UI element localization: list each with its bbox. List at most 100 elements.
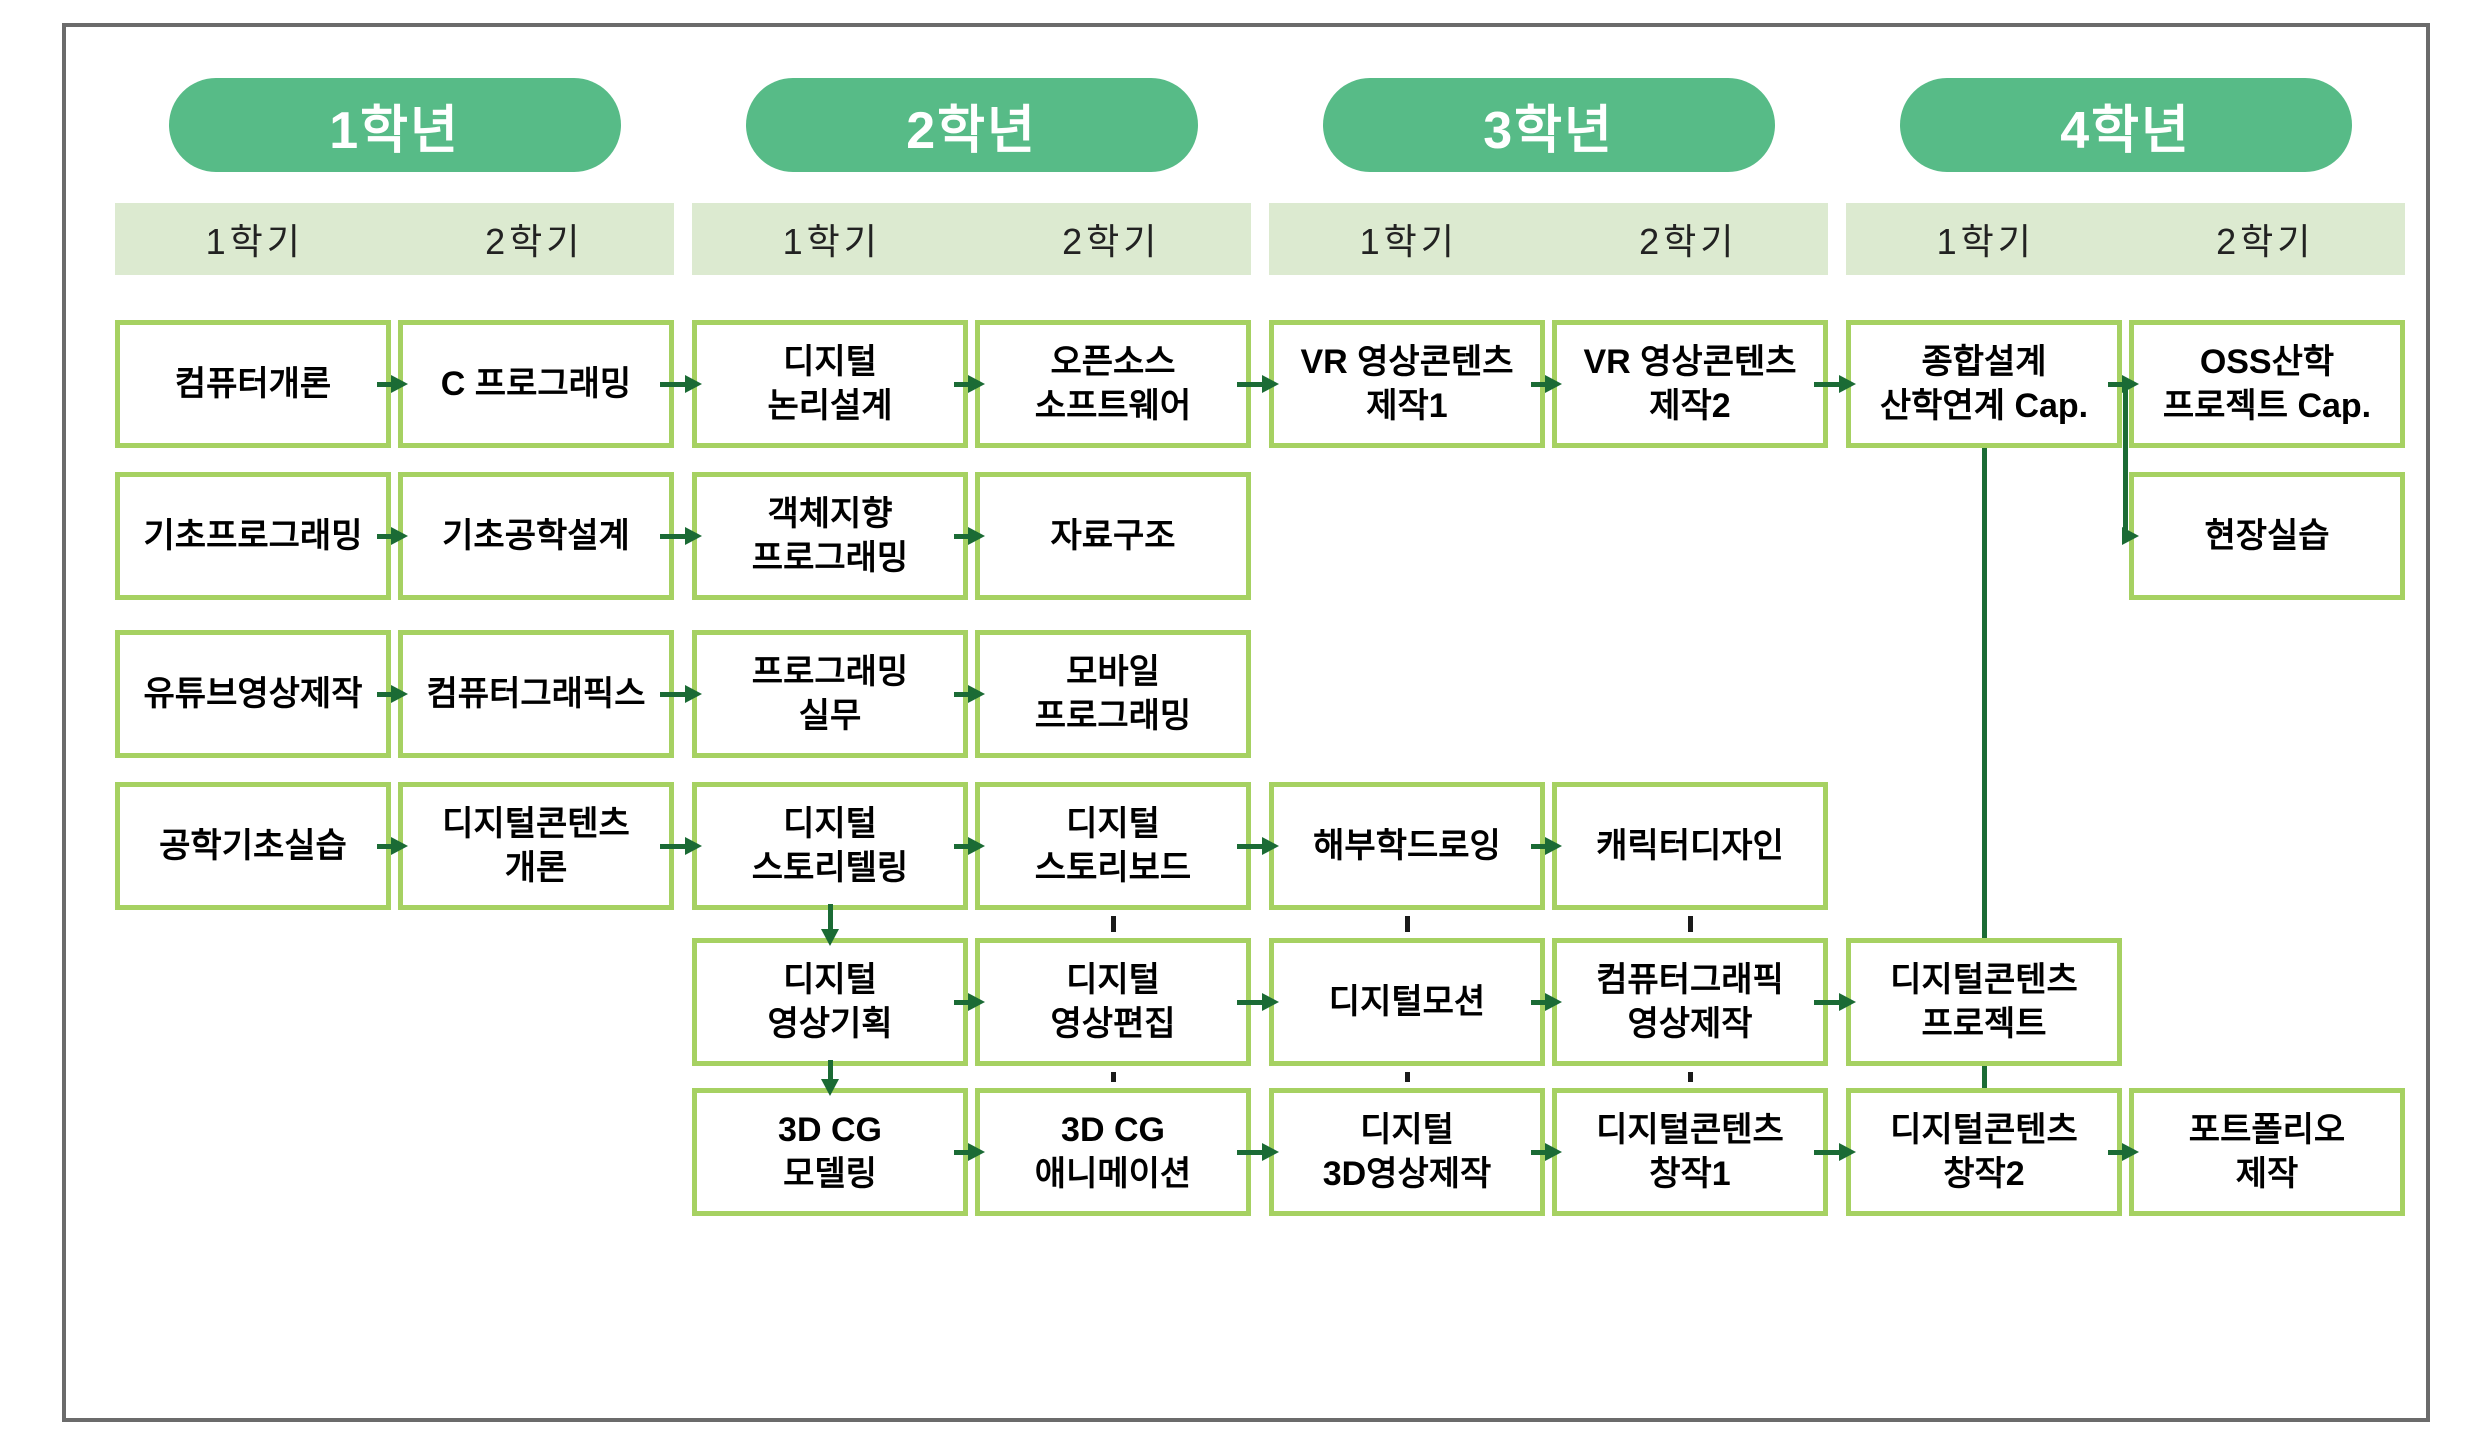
year-header-3: 3학년 <box>1322 78 1775 172</box>
arrow-shaft-r1-c6-c7 <box>1814 381 1839 387</box>
course-digital-3d-video: 디지털 3D영상제작 <box>1269 1088 1545 1216</box>
course-digital-contents-creation-2: 디지털콘텐츠 창작2 <box>1846 1088 2122 1216</box>
course-basic-programming: 기초프로그래밍 <box>115 472 391 600</box>
semester-label: 2학기 <box>2216 221 2315 262</box>
course-vr-video-content-1: VR 영상콘텐츠 제작1 <box>1269 320 1545 448</box>
semester-bar-year-4: 1학기 2학기 <box>1846 203 2405 275</box>
arrow-shaft-r5-c6-c7 <box>1814 999 1839 1005</box>
course-cg-modeling-3d: 3D CG 모델링 <box>692 1088 968 1216</box>
arrow-head-r2-c3-c4 <box>968 527 985 545</box>
arrow-head-r1-c6-c7 <box>1839 375 1856 393</box>
course-cg-video-production: 컴퓨터그래픽 영상제작 <box>1552 938 1828 1066</box>
arrow-shaft-r5-c3-c4 <box>954 999 968 1005</box>
course-c-programming: C 프로그래밍 <box>398 320 674 448</box>
arrow-shaft-r2-c2-c3 <box>660 533 685 539</box>
semester-label: 1학기 <box>1359 221 1458 262</box>
course-digital-contents-project: 디지털콘텐츠 프로젝트 <box>1846 938 2122 1066</box>
semester-label: 1학기 <box>1936 221 2035 262</box>
course-anatomy-drawing: 해부학드로잉 <box>1269 782 1545 910</box>
arrow-head-r6-c3-c4 <box>968 1143 985 1161</box>
course-open-source-software: 오픈소스 소프트웨어 <box>975 320 1251 448</box>
semester-label: 2학기 <box>1639 221 1738 262</box>
course-field-practice: 현장실습 <box>2129 472 2405 600</box>
arrow-head-r5-c5-c6 <box>1545 993 1562 1011</box>
course-computer-intro: 컴퓨터개론 <box>115 320 391 448</box>
arrow-shaft-r1-c5-c6 <box>1531 381 1545 387</box>
connector-branch-head <box>2122 527 2139 545</box>
arrow-head-r3-c3-c4 <box>968 685 985 703</box>
course-youtube-video-production: 유튜브영상제작 <box>115 630 391 758</box>
arrow-head-r5-c6-c7 <box>1839 993 1856 1011</box>
course-portfolio-production: 포트폴리오 제작 <box>2129 1088 2405 1216</box>
connector-dash-c5-r4-r5 <box>1404 916 1410 932</box>
course-digital-storyboard: 디지털 스토리보드 <box>975 782 1251 910</box>
arrow-head-r1-c5-c6 <box>1545 375 1562 393</box>
connector-dash-c5-r5-r6 <box>1404 1072 1410 1082</box>
course-digital-storytelling: 디지털 스토리텔링 <box>692 782 968 910</box>
arrow-head-r3-c2-c3 <box>685 685 702 703</box>
course-data-structures: 자료구조 <box>975 472 1251 600</box>
arrow-shaft-r5-c5-c6 <box>1531 999 1545 1005</box>
connector-dash-c4-r4-r5 <box>1110 916 1116 932</box>
course-digital-video-editing: 디지털 영상편집 <box>975 938 1251 1066</box>
year-header-label: 1학년 <box>329 101 460 160</box>
course-capstone-industry-design: 종합설계 산학연계 Cap. <box>1846 320 2122 448</box>
year-header-1: 1학년 <box>168 78 621 172</box>
year-header-2: 2학년 <box>745 78 1198 172</box>
arrow-head-r1-c1-c2 <box>391 375 408 393</box>
arrow-shaft-r1-c2-c3 <box>660 381 685 387</box>
connector-dash-c4-r5-r6 <box>1110 1072 1116 1082</box>
arrow-shaft-r1-c4-c5 <box>1237 381 1262 387</box>
arrow-shaft-r5-c4-c5 <box>1237 999 1262 1005</box>
course-basic-engineering-design: 기초공학설계 <box>398 472 674 600</box>
course-digital-video-planning: 디지털 영상기획 <box>692 938 968 1066</box>
course-digital-contents-intro: 디지털콘텐츠 개론 <box>398 782 674 910</box>
semester-label: 2학기 <box>1062 221 1161 262</box>
arrow-head-r5-c3-c4 <box>968 993 985 1011</box>
arrow-head-r6-c7-c8 <box>2122 1143 2139 1161</box>
course-digital-motion: 디지털모션 <box>1269 938 1545 1066</box>
arrow-head-r4-c2-c3 <box>685 837 702 855</box>
arrow-head-r1-c3-c4 <box>968 375 985 393</box>
arrow-shaft-r3-c3-c4 <box>954 691 968 697</box>
course-oss-industry-project: OSS산학 프로젝트 Cap. <box>2129 320 2405 448</box>
arrow-head-r2-c1-c2 <box>391 527 408 545</box>
arrow-head-r3-c1-c2 <box>391 685 408 703</box>
arrow-head-r6-c4-c5 <box>1262 1143 1279 1161</box>
arrow-shaft-c3-r4-r5 <box>827 904 833 929</box>
arrow-shaft-r6-c4-c5 <box>1237 1149 1262 1155</box>
connector-dash-c6-r4-r5 <box>1687 916 1693 932</box>
arrow-head-r6-c5-c6 <box>1545 1143 1562 1161</box>
year-header-4: 4학년 <box>1899 78 2352 172</box>
course-engineering-basic-practice: 공학기초실습 <box>115 782 391 910</box>
course-digital-logic-design: 디지털 논리설계 <box>692 320 968 448</box>
connector-branch-vertical <box>2123 381 2128 539</box>
arrow-shaft-r3-c2-c3 <box>660 691 685 697</box>
arrow-shaft-r6-c3-c4 <box>954 1149 968 1155</box>
arrow-shaft-r4-c4-c5 <box>1237 843 1262 849</box>
arrow-head-r6-c6-c7 <box>1839 1143 1856 1161</box>
course-cg-animation-3d: 3D CG 애니메이션 <box>975 1088 1251 1216</box>
arrow-head-r1-c2-c3 <box>685 375 702 393</box>
arrow-shaft-r3-c1-c2 <box>377 691 391 697</box>
semester-bar-year-3: 1학기 2학기 <box>1269 203 1828 275</box>
arrow-head-r5-c4-c5 <box>1262 993 1279 1011</box>
arrow-shaft-r6-c6-c7 <box>1814 1149 1839 1155</box>
arrow-shaft-r4-c5-c6 <box>1531 843 1545 849</box>
arrow-head-c3-r4-r5 <box>821 929 839 946</box>
course-mobile-programming: 모바일 프로그래밍 <box>975 630 1251 758</box>
arrow-shaft-r1-c3-c4 <box>954 381 968 387</box>
arrow-head-r2-c2-c3 <box>685 527 702 545</box>
arrow-shaft-r1-c7-c8 <box>2108 381 2122 387</box>
arrow-shaft-r6-c5-c6 <box>1531 1149 1545 1155</box>
course-object-oriented-programming: 객체지향 프로그래밍 <box>692 472 968 600</box>
year-header-label: 3학년 <box>1483 101 1614 160</box>
arrow-shaft-r4-c3-c4 <box>954 843 968 849</box>
course-programming-practice: 프로그래밍 실무 <box>692 630 968 758</box>
year-header-label: 2학년 <box>906 101 1037 160</box>
connector-line-c7-r1-r5 <box>1981 448 1987 938</box>
arrow-shaft-r2-c3-c4 <box>954 533 968 539</box>
